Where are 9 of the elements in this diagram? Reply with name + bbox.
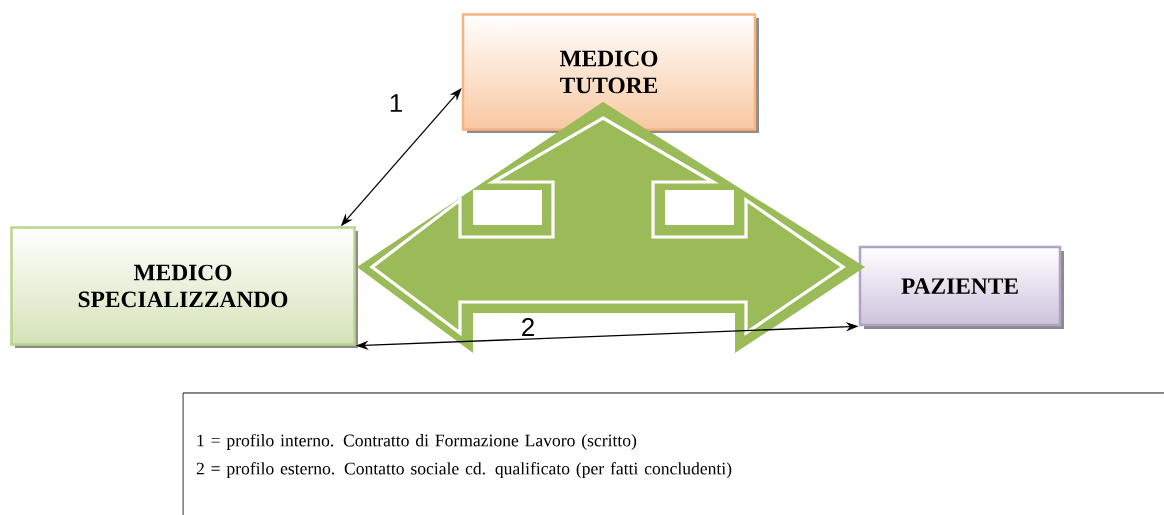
note-text: 1 = profilo interno. Contratto di Formazione Lavoro (scritto) [197, 433, 637, 450]
process-box: PAZIENTE [858, 245, 1064, 329]
edge-label: 2 [519, 316, 537, 338]
process-box: MEDICO SPECIALIZZANDO [10, 226, 358, 348]
edge-label: 1 [387, 92, 405, 114]
legend-box [182, 392, 1164, 515]
process-box: MEDICO TUTORE [461, 13, 759, 133]
block-arrow [357, 102, 865, 353]
note-text: 2 = profilo esterno. Contatto sociale cd. qualificato (per fatti concludenti) [196, 462, 732, 479]
